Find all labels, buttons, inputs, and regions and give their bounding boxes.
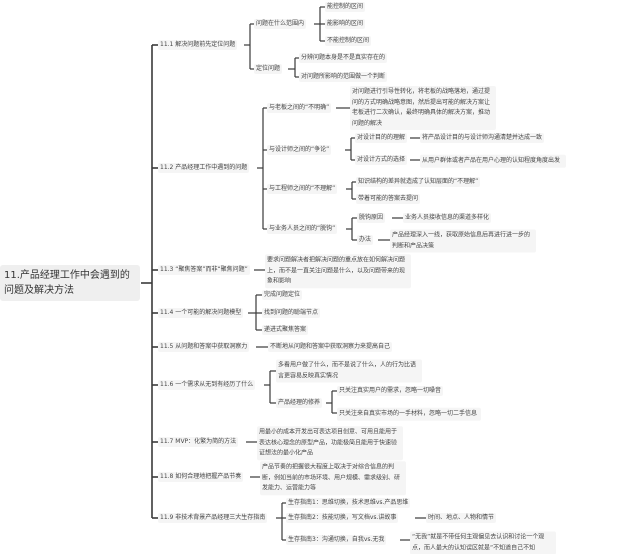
- topic-11-5-text[interactable]: 不断地从问题和答案中获取洞察力来提高自己: [268, 342, 393, 352]
- locate-item[interactable]: 分辨问题本身是不是真实存在的: [299, 53, 388, 63]
- topic-11-8-text[interactable]: 产品节奏的把握很大程度上取决于对综合信息的判断，例如当前的市场环境、用户规模、需…: [260, 461, 406, 495]
- subtopic-range[interactable]: 问题在什么范围内: [254, 19, 307, 29]
- topic-11-3[interactable]: 11.3 “聚焦答案”而非“聚焦问题”: [158, 265, 250, 275]
- boss-text[interactable]: 对问题进行引导性转化，将老板的战略落地，通过提问的方式明确战略意图，然后提出可能…: [350, 86, 496, 130]
- engineer-item[interactable]: 知识结构的差异就造成了认知层面的“不理解”: [356, 177, 481, 187]
- root-topic[interactable]: 11.产品经理工作中会遇到的问题及解决方法: [0, 265, 140, 301]
- range-item[interactable]: 不能控制的区间: [325, 36, 372, 46]
- topic-11-6-text[interactable]: 多看用户做了什么，而不是说了什么，人的行为比语言更容易反映真实情况: [276, 359, 422, 383]
- cultivation-item[interactable]: 只关注来自真实市场的一手材料，忽略一切二手信息: [337, 407, 481, 421]
- topic-11-7[interactable]: 11.7 MVP：化繁为简的方法: [158, 437, 239, 447]
- subtopic-cultivation[interactable]: 产品经理的修养: [276, 398, 323, 408]
- designer-method-text[interactable]: 从用户群体或者产品在用户心理的认知程度角度出发: [420, 154, 566, 168]
- topic-11-3-text[interactable]: 要求问题解决者把解决问题的重点放在如何解决问题上，而不是一直关注问题是什么，以及…: [265, 254, 411, 288]
- business-reason-text[interactable]: 业务人员接收信息的渠道多样化: [403, 213, 492, 223]
- subtopic-boss[interactable]: 与老板之间的“不明确”: [267, 103, 332, 113]
- topic-11-9[interactable]: 11.9 非技术背景产品经理三大生存指南: [158, 513, 268, 523]
- locate-item[interactable]: 对问题所影响的范围做一个判断: [299, 72, 388, 82]
- model-step[interactable]: 递进式聚焦答案: [262, 325, 309, 335]
- designer-method[interactable]: 对设计方式的选择: [355, 155, 408, 165]
- guide-3[interactable]: 生存指南3：沟通切换，自我vs.无我: [286, 535, 387, 545]
- topic-11-4[interactable]: 11.4 一个可能的解决问题模型: [158, 308, 244, 318]
- cultivation-item[interactable]: 只关注真实用户的需求，忽略一切噪音: [337, 386, 444, 396]
- business-reason[interactable]: 脱钩原因: [357, 213, 386, 223]
- engineer-item[interactable]: 带着可能的答案去提问: [356, 194, 421, 204]
- subtopic-locate[interactable]: 定位问题: [254, 64, 283, 74]
- business-method-text[interactable]: 产品经理深入一线，获取原始信息后再进行进一步的判断和产品决策: [390, 229, 536, 253]
- subtopic-engineer[interactable]: 与工程师之间的“不理解”: [267, 184, 338, 194]
- topic-11-8[interactable]: 11.8 如何合理地把握产品节奏: [158, 472, 244, 482]
- subtopic-business[interactable]: 与业务人员之间的“脱钩”: [267, 224, 338, 234]
- guide-2[interactable]: 生存指南2：技能切换，写文档vs.讲故事: [286, 513, 399, 523]
- designer-purpose-text[interactable]: 将产品设计目的与设计师沟通清楚并达成一致: [420, 133, 545, 143]
- designer-purpose[interactable]: 对设计目的的理解: [355, 133, 408, 143]
- topic-11-6[interactable]: 11.6 一个需求从无到有经历了什么: [158, 380, 256, 390]
- topic-11-5[interactable]: 11.5 从问题和答案中获取洞察力: [158, 342, 250, 352]
- model-step[interactable]: 找到问题的聪端节点: [262, 308, 321, 318]
- topic-11-1[interactable]: 11.1 解决问题前先定位问题: [158, 40, 238, 50]
- model-step[interactable]: 完成问题定位: [262, 290, 303, 300]
- range-item[interactable]: 能控制的区间: [325, 2, 366, 12]
- topic-11-7-text[interactable]: 用最小的成本开发出可表达项目创意、可用且能用于表达核心理念的原型产品，功能极简且…: [257, 426, 403, 460]
- business-method[interactable]: 办法: [357, 235, 374, 245]
- topic-11-2[interactable]: 11.2 产品经理工作中遇到的问题: [158, 163, 250, 173]
- guide-2-text[interactable]: 时间、地点、人物和情节: [426, 513, 497, 523]
- range-item[interactable]: 能影响的区间: [325, 19, 366, 29]
- subtopic-designer[interactable]: 与设计师之间的“争论”: [267, 145, 332, 155]
- guide-3-text[interactable]: “无我”就是不带任何主观偏见去认识和讨论一个观点，而人最大的认知误区就是“不知道…: [410, 531, 556, 554]
- guide-1[interactable]: 生存指南1：思维切换，技术思维vs.产品思维: [286, 498, 411, 508]
